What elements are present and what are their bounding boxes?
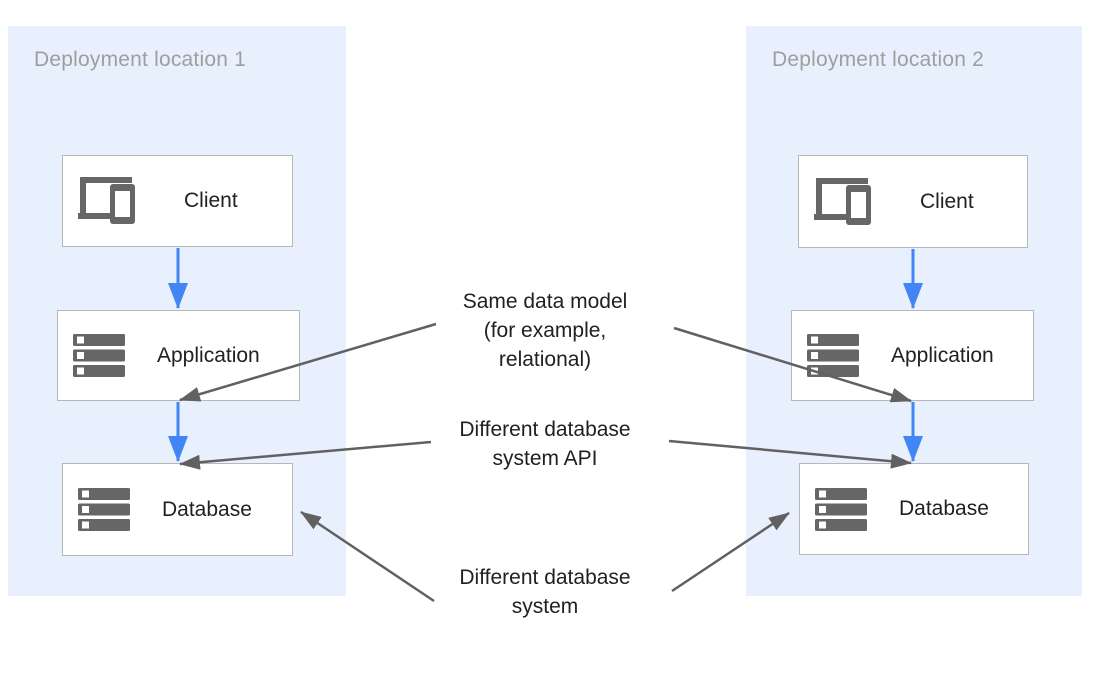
- client-node-2: Client: [798, 155, 1028, 248]
- node-label: Application: [157, 343, 260, 367]
- devices-icon: [78, 177, 136, 225]
- panel-title: Deployment location 1: [34, 48, 246, 71]
- server-stack-icon: [73, 334, 125, 377]
- client-node-1: Client: [62, 155, 293, 247]
- panel-title: Deployment location 2: [772, 48, 984, 71]
- application-node-1: Application: [57, 310, 300, 401]
- annotation-different-database-system: Different database system: [459, 566, 631, 618]
- node-label: Database: [162, 497, 252, 521]
- annotation-different-database-system-api: Different database system API: [459, 418, 631, 470]
- server-stack-icon: [807, 334, 859, 377]
- annotation-same-data-model: Same data model (for example, relational…: [462, 290, 628, 371]
- devices-icon: [814, 177, 872, 226]
- database-node-1: Database: [62, 463, 293, 556]
- database-node-2: Database: [799, 463, 1029, 555]
- node-label: Application: [891, 343, 994, 367]
- node-label: Client: [184, 189, 238, 212]
- application-node-2: Application: [791, 310, 1034, 401]
- server-stack-icon: [78, 488, 130, 531]
- node-label: Client: [920, 189, 974, 213]
- node-label: Database: [899, 497, 989, 520]
- server-stack-icon: [815, 487, 867, 531]
